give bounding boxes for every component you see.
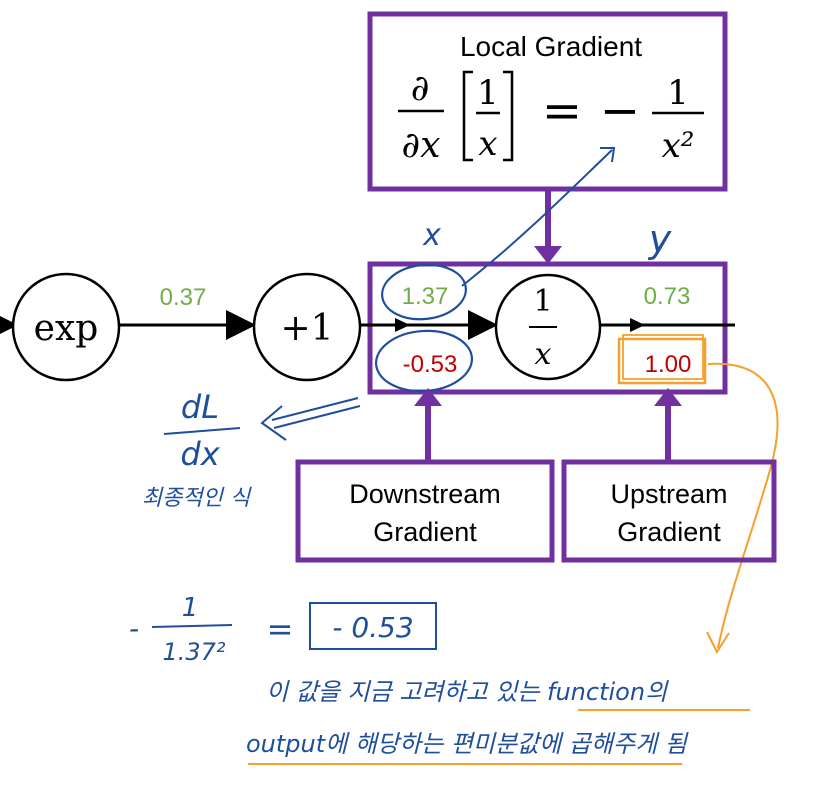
exp-node-label: exp (34, 308, 99, 349)
exp-output-value: 0.37 (160, 284, 207, 311)
node-highlight-box (367, 261, 728, 395)
upstream-highlight-box (617, 337, 707, 385)
handwritten-x-label: x (422, 218, 441, 253)
eq-result: - 0.53 (332, 611, 413, 644)
reciprocal-numerator: 1 (533, 284, 552, 319)
local-gradient-title: Local Gradient (460, 31, 642, 62)
upstream-arrowhead (654, 388, 682, 406)
double-arrow-left (260, 397, 361, 441)
partial-numerator: ∂ (411, 68, 430, 109)
bracket-denominator: x (478, 124, 497, 164)
note-line-1: 이 값을 지금 고려하고 있는 function의 (266, 678, 669, 706)
upstream-label-1: Upstream (610, 479, 727, 509)
eq-denominator: 1.37² (162, 638, 225, 666)
y-backward-value: 1.00 (645, 351, 692, 378)
downstream-arrowhead (414, 388, 442, 406)
x-forward-value: 1.37 (402, 283, 449, 310)
local-gradient-box: Local Gradient ∂ ∂x 1 x = − 1 x² (367, 11, 728, 192)
y-forward-value: 0.73 (644, 283, 691, 310)
handwritten-dl: dL (181, 388, 219, 426)
partial-denominator: ∂x (402, 125, 441, 166)
x-backward-value: -0.53 (403, 351, 458, 378)
downstream-gradient-box: Downstream Gradient (295, 459, 555, 563)
handwritten-y-label: y (648, 217, 672, 261)
eq-minus: - (129, 612, 139, 645)
minus-sign: − (600, 83, 640, 139)
upstream-gradient-box: Upstream Gradient (561, 459, 777, 563)
plus-one-node-label: +1 (280, 308, 333, 349)
bracket-numerator: 1 (477, 73, 499, 113)
local-gradient-arrowhead (534, 246, 562, 264)
plus-one-node: +1 (252, 272, 362, 382)
x-forward-circle (381, 263, 467, 321)
handwritten-dx: dx (180, 435, 220, 473)
graph-edges (0, 310, 735, 340)
eq-result-box (309, 602, 437, 650)
handwritten-korean-final: 최종적인 식 (142, 486, 252, 511)
downstream-label-2: Gradient (373, 517, 477, 547)
reciprocal-denominator: x (535, 337, 552, 372)
blue-curve-arrow (461, 149, 613, 287)
rhs-denominator: x² (662, 126, 695, 166)
rhs-numerator: 1 (667, 73, 689, 113)
equals-sign: = (542, 83, 582, 139)
exp-node: exp (11, 272, 121, 382)
note-line-2: output에 해당하는 편미분값에 곱해주게 됨 (246, 730, 689, 758)
eq-numerator: 1 (182, 593, 199, 623)
eq-equals: = (267, 610, 294, 648)
orange-curve-arrow (707, 362, 779, 649)
upstream-label-2: Gradient (617, 517, 721, 547)
downstream-label-1: Downstream (349, 479, 501, 509)
reciprocal-node: 1 x (494, 273, 602, 381)
